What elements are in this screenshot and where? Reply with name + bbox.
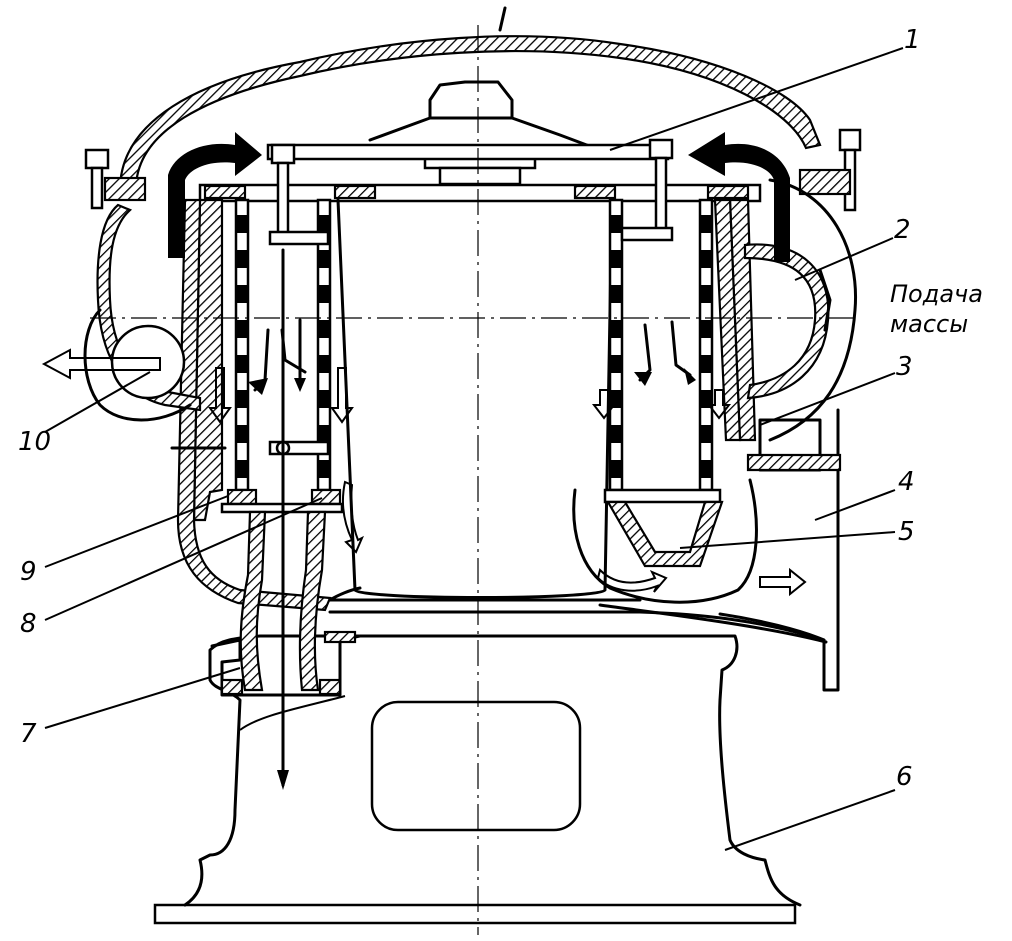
label-1: 1 xyxy=(904,25,921,55)
flow-arrow-light-fraction xyxy=(277,770,289,790)
cover-bolt-right xyxy=(798,128,862,212)
label-7: 7 xyxy=(20,719,37,749)
outlet-pipe-circle xyxy=(110,324,186,400)
flow-arrows-solid xyxy=(168,132,790,790)
rotor-bar-1 xyxy=(266,143,670,161)
drive-hub xyxy=(266,80,670,186)
rotor-top xyxy=(198,183,762,203)
base-window xyxy=(370,700,582,832)
flow-arrow-right-top xyxy=(688,132,790,262)
flow-arrow-left-top xyxy=(168,132,262,258)
label-10: 10 xyxy=(18,427,51,457)
rotor-drum xyxy=(328,198,614,602)
inlet-pipe xyxy=(743,178,858,442)
label-4: 4 xyxy=(898,467,915,497)
screen-right-outer xyxy=(698,198,714,492)
leader-lines xyxy=(44,47,904,851)
housing-right xyxy=(328,408,842,692)
screen-right-inner xyxy=(608,198,624,492)
label-6: 6 xyxy=(896,762,913,792)
screen-left-outer xyxy=(234,198,250,492)
feed-label-line1: Подача xyxy=(890,280,983,308)
label-2: 2 xyxy=(894,215,911,245)
left-walls xyxy=(176,143,362,731)
cover-dome xyxy=(84,6,862,212)
label-8: 8 xyxy=(20,609,37,639)
label-3: 3 xyxy=(896,352,913,382)
label-9: 9 xyxy=(20,557,37,587)
label-5: 5 xyxy=(898,517,915,547)
cover-bolt-left xyxy=(84,148,147,210)
right-walls xyxy=(572,138,758,604)
flow-arrow-reject-out xyxy=(759,567,807,597)
flow-arrow-accept-out xyxy=(41,348,161,380)
base-stand xyxy=(153,634,802,925)
feed-label-line2: массы xyxy=(890,310,968,338)
callout-labels: 1 2 3 4 5 6 7 8 9 10 Подача массы xyxy=(18,25,983,792)
flow-arrows-open xyxy=(41,348,807,597)
